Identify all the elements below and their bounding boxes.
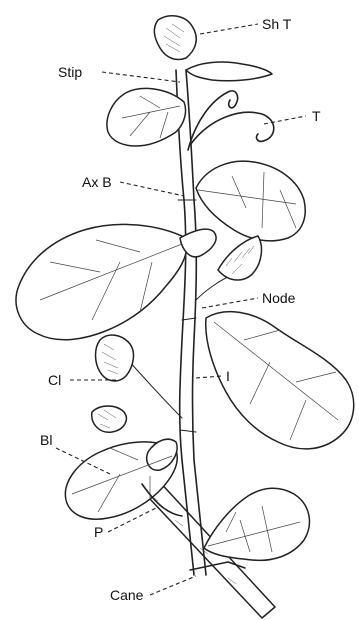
label-stipule: Stip: [58, 64, 82, 80]
leader-cane: [150, 576, 196, 595]
label-petiole: P: [94, 524, 103, 540]
leader-shoot-tip: [200, 24, 258, 34]
leaf-lower-right: [204, 488, 309, 560]
inflorescence-lower: [92, 335, 182, 432]
shoot-tip: [154, 16, 272, 81]
label-tendril: T: [312, 108, 321, 124]
leaf-large-left: [16, 224, 216, 339]
leader-node: [202, 298, 258, 308]
label-cluster: Cl: [48, 372, 61, 388]
leader-axillary-bud: [120, 182, 184, 196]
shoot-stem: [176, 70, 206, 575]
label-shoot-tip: Sh T: [262, 16, 292, 32]
leaf-upper-left: [107, 88, 186, 146]
leader-stipule: [102, 72, 180, 82]
label-internode: I: [226, 368, 230, 384]
leaf-upper-right: [196, 161, 305, 241]
label-blade: Bl: [40, 432, 52, 448]
label-node: Node: [262, 290, 296, 306]
label-axillary-bud: Ax B: [82, 174, 112, 190]
tendril: [188, 91, 274, 150]
label-cane: Cane: [110, 587, 144, 603]
